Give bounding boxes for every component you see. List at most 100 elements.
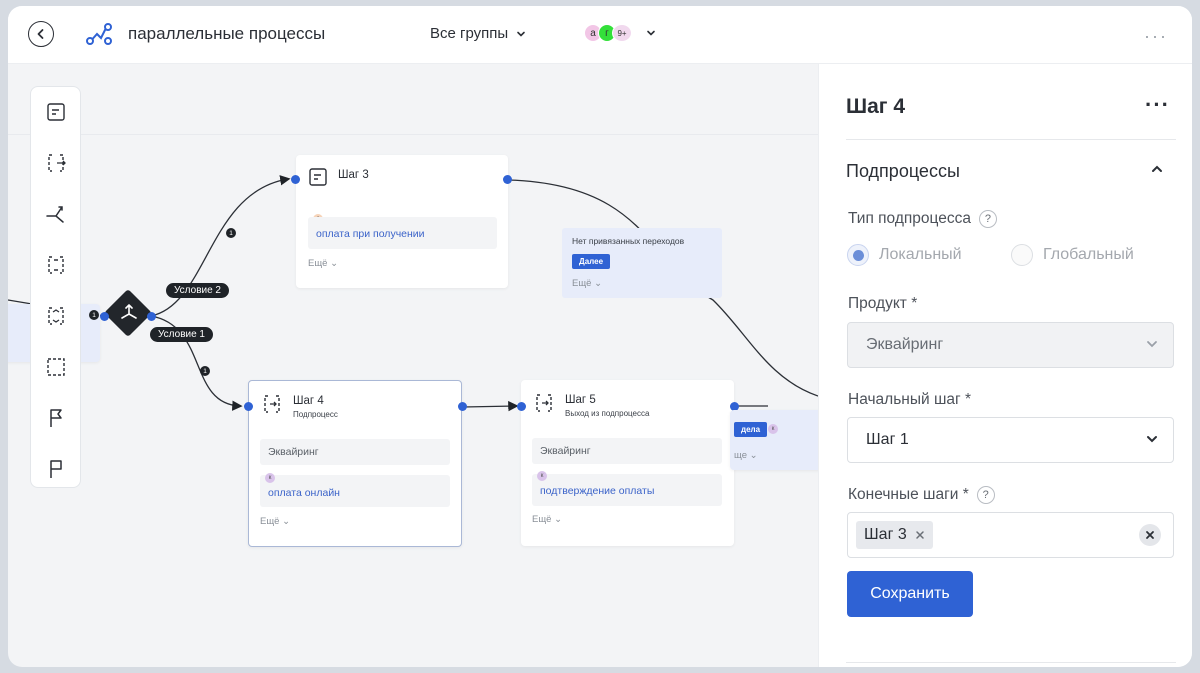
chevron-down-icon (1147, 436, 1157, 443)
subprocess-icon (264, 395, 280, 413)
step-4-node[interactable]: Шаг 4 Подпроцесс Эквайринг к оплата онла… (248, 380, 462, 547)
next-button[interactable]: дела (734, 422, 768, 437)
role-badge: к (265, 473, 275, 483)
condition-1-label[interactable]: Условие 1 (150, 327, 213, 342)
more-menu-icon[interactable]: ··· (1144, 26, 1168, 46)
next-button[interactable]: Далее (572, 254, 611, 269)
close-icon[interactable] (915, 530, 925, 540)
step-5-subtitle: Выход из подпроцесса (565, 409, 650, 418)
step-5-node[interactable]: Шаг 5 Выход из подпроцесса Эквайринг к п… (521, 380, 734, 546)
more-label: ще (734, 450, 747, 461)
chevron-left-icon (37, 29, 44, 39)
more-label: Ещё (532, 514, 552, 525)
help-icon[interactable]: ? (978, 210, 997, 228)
dashed-frame-icon (46, 358, 65, 376)
panel-title: Шаг 4 (846, 95, 906, 118)
radio-button[interactable] (1011, 244, 1033, 266)
transition-link[interactable]: оплата онлайн (268, 487, 340, 499)
app-window: параллельные процессы Все группы а г 9+ … (8, 6, 1192, 667)
no-transitions-text: Нет привязанных переходов (572, 236, 685, 246)
task-icon (309, 168, 327, 186)
tool-task[interactable] (43, 99, 69, 125)
subprocess-exit-icon (536, 394, 552, 412)
tool-parallel[interactable] (43, 303, 69, 329)
more-label: Ещё (260, 516, 280, 527)
tool-group[interactable] (43, 354, 69, 380)
step-5-header: Шаг 5 Выход из подпроцесса (533, 392, 649, 418)
flag-icon (49, 460, 62, 478)
task-icon (46, 103, 65, 121)
radio-button[interactable] (847, 244, 869, 266)
divider (846, 662, 1176, 663)
section-title: Подпроцессы (846, 161, 960, 181)
radio-local[interactable]: Локальный (847, 244, 962, 266)
transition-link-field[interactable] (532, 474, 722, 506)
edge-step4-to-step5 (462, 400, 519, 412)
clear-button[interactable] (1139, 524, 1161, 546)
radio-label: Глобальный (1043, 246, 1134, 263)
step-3-output-port[interactable] (503, 175, 512, 184)
no-transitions-more[interactable]: Ещё ⌄ (572, 278, 603, 289)
back-button[interactable] (28, 21, 54, 47)
transition-link-field[interactable] (308, 217, 497, 249)
canvas-guide-line (8, 134, 818, 135)
step-4-more[interactable]: Ещё ⌄ (260, 516, 291, 527)
start-step-label: Начальный шаг * (848, 391, 972, 408)
product-field: Эквайринг (260, 439, 450, 465)
flag-icon (49, 409, 62, 427)
flow-canvas[interactable]: 1 1 1 Условие 2 Условие 1 Шаг 3 с оплата… (8, 64, 818, 667)
partial-more[interactable]: ще ⌄ (734, 450, 758, 461)
more-menu-icon[interactable]: ··· (1145, 92, 1170, 117)
end-steps-multiselect[interactable]: Шаг 3 (847, 512, 1174, 558)
transition-link[interactable]: оплата при получении (316, 228, 425, 240)
tool-subprocess[interactable] (43, 150, 69, 176)
start-step-select[interactable]: Шаг 1 (847, 417, 1174, 463)
step-settings-panel: Шаг 4 ··· Подпроцессы Тип подпроцесса ? … (818, 64, 1192, 667)
branch-input-port[interactable] (100, 312, 109, 321)
process-flow-icon (86, 23, 112, 45)
select-value: Эквайринг (866, 336, 944, 353)
chevron-down-icon[interactable] (646, 28, 656, 38)
end-steps-label: Конечные шаги * ? (848, 486, 995, 504)
chevron-down-icon (1147, 341, 1157, 348)
condition-2-label[interactable]: Условие 2 (166, 283, 229, 298)
step-3-more[interactable]: Ещё ⌄ (308, 258, 339, 269)
tag-label: Шаг 3 (864, 526, 907, 543)
product-select: Эквайринг (847, 322, 1174, 368)
edge-condition-2 (150, 175, 291, 317)
divider (846, 139, 1176, 140)
chevron-down-icon (517, 31, 525, 37)
tool-loop[interactable] (43, 252, 69, 278)
transition-link[interactable]: подтверждение оплаты (540, 485, 655, 497)
transition-counter: 1 (226, 228, 236, 238)
members-avatars[interactable]: а г 9+ (584, 24, 656, 42)
branch-icon (45, 206, 64, 223)
tool-branch[interactable] (43, 201, 69, 227)
step-4-input-port[interactable] (244, 402, 253, 411)
label-text: Тип подпроцесса (848, 210, 971, 227)
step-3-title: Шаг 3 (338, 169, 369, 181)
selected-step-tag: Шаг 3 (856, 521, 933, 549)
no-transitions-node[interactable]: Нет привязанных переходов Далее Ещё ⌄ (562, 228, 722, 298)
radio-label: Локальный (879, 246, 962, 263)
help-icon[interactable]: ? (976, 486, 995, 504)
step-5-more[interactable]: Ещё ⌄ (532, 514, 563, 525)
tool-end[interactable] (43, 405, 69, 431)
product-label: Продукт * (848, 295, 918, 312)
subprocess-type-label: Тип подпроцесса ? (848, 210, 997, 228)
step-5-output-port[interactable] (730, 402, 739, 411)
step-3-node[interactable]: Шаг 3 с оплата при получении Ещё ⌄ (296, 155, 508, 288)
avatar-more-count: 9+ (612, 24, 632, 42)
step-3-input-port[interactable] (291, 175, 300, 184)
branch-output-port[interactable] (147, 312, 156, 321)
step-5-input-port[interactable] (517, 402, 526, 411)
groups-dropdown[interactable]: Все группы (430, 25, 526, 42)
tool-finish[interactable] (43, 456, 69, 482)
save-button[interactable]: Сохранить (847, 571, 973, 617)
partial-right-node[interactable]: дела к ще ⌄ (730, 410, 818, 470)
transition-link-field[interactable] (260, 475, 450, 507)
radio-global[interactable]: Глобальный (1011, 244, 1134, 266)
chevron-up-icon[interactable] (1150, 162, 1164, 176)
transition-counter: 1 (89, 310, 99, 320)
step-4-output-port[interactable] (458, 402, 467, 411)
